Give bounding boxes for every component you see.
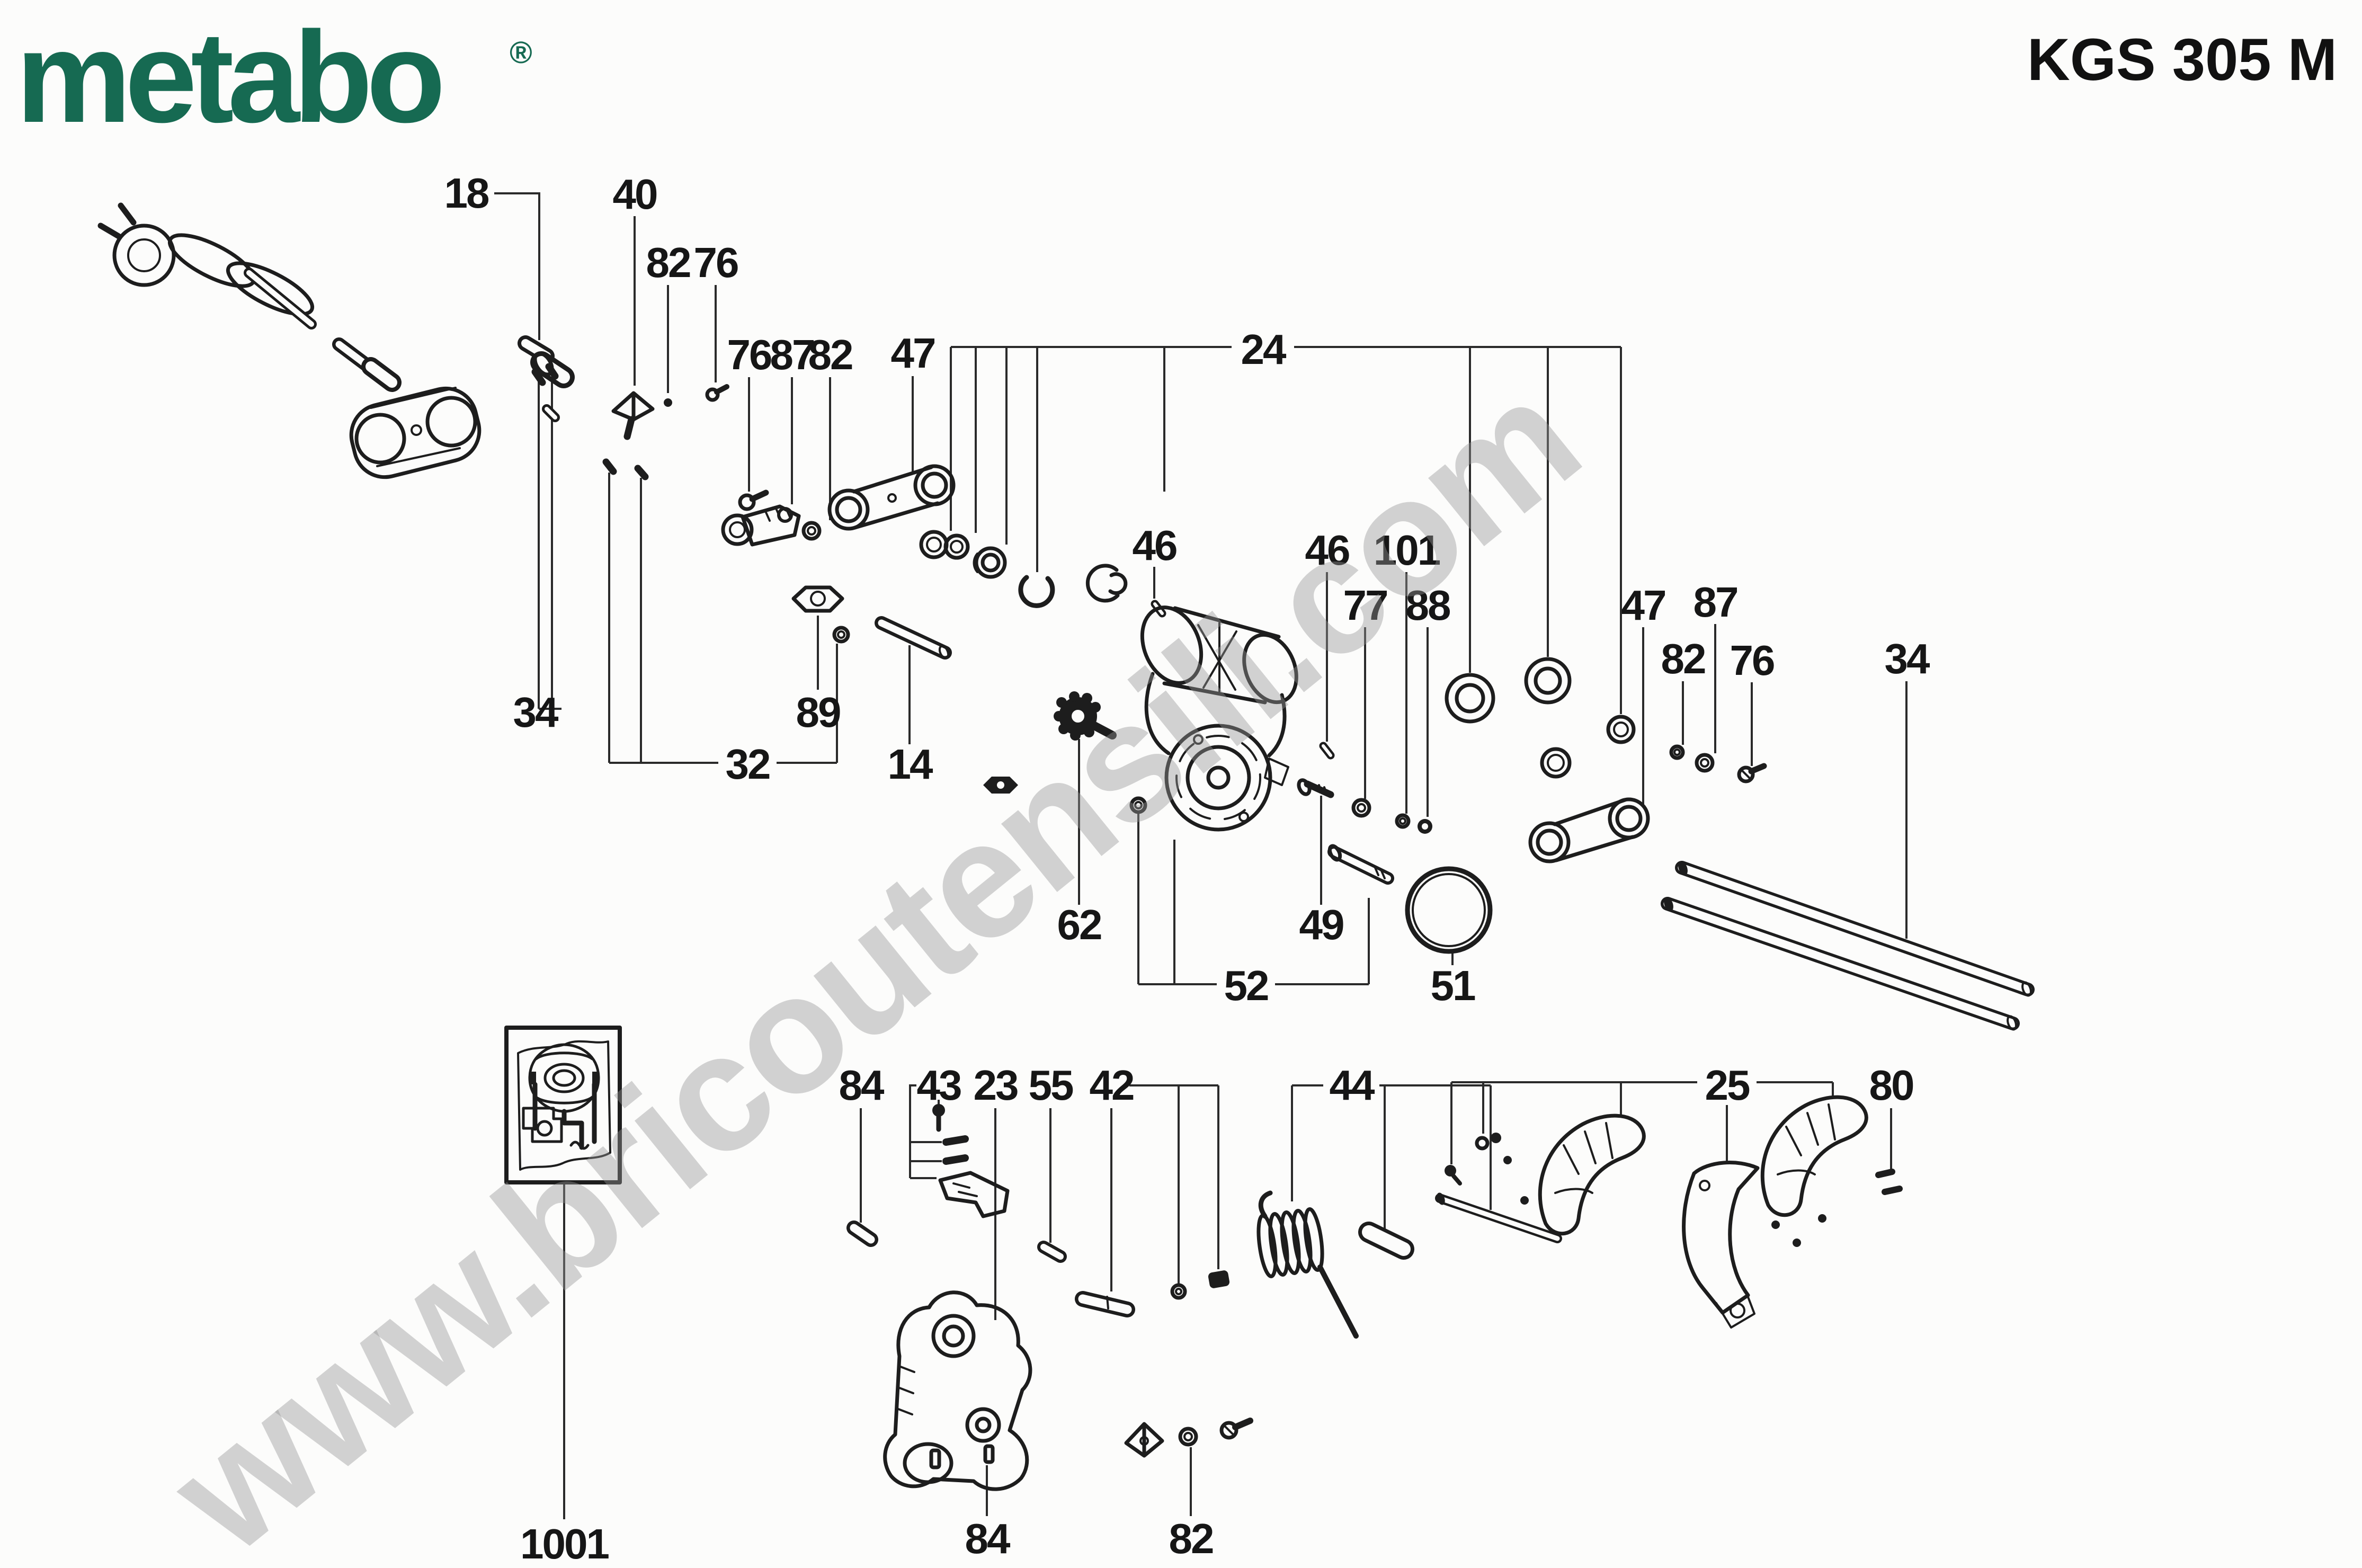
callout-42-31: 42 [1089, 1062, 1135, 1109]
callout-46-9: 46 [1132, 522, 1178, 569]
inset-armature-box [504, 1026, 622, 1184]
callout-55-30: 55 [1028, 1062, 1074, 1109]
knob-and-fastener-group [983, 691, 1493, 954]
spring-and-rollers [1256, 1190, 1562, 1339]
callout-77-12: 77 [1343, 582, 1389, 629]
callout-88-13: 88 [1405, 582, 1451, 629]
callout-82-2: 82 [646, 239, 692, 286]
bottom-fastener-groups [846, 1104, 1230, 1491]
callout-25-33: 25 [1705, 1062, 1751, 1109]
callout-76-4: 76 [727, 331, 773, 378]
callout-44-32: 44 [1329, 1062, 1375, 1109]
callout-1001-35: 1001 [520, 1520, 610, 1567]
callout-23-29: 23 [973, 1062, 1019, 1109]
callout-62-23: 62 [1057, 901, 1103, 948]
bottom-center-fasteners [929, 1418, 1253, 1469]
callout-89-20: 89 [796, 689, 842, 736]
callout-82-16: 82 [1661, 635, 1707, 682]
callout-84-27: 84 [839, 1062, 885, 1109]
motor-arm-casting [1140, 605, 1298, 832]
leader-lines [494, 192, 1908, 1519]
latch-lever-group [602, 458, 952, 660]
callout-34-19: 34 [513, 689, 559, 736]
model-title: KGS 305 M [2027, 26, 2337, 93]
callout-14-22: 14 [887, 741, 933, 788]
callout-47-7: 47 [890, 329, 937, 377]
callout-43-28: 43 [916, 1062, 962, 1109]
switch-housing [349, 386, 482, 479]
callout-51-26: 51 [1430, 962, 1476, 1009]
screw-washer-ring-row [738, 489, 822, 541]
callout-32-21: 32 [725, 741, 771, 788]
callout-87-5: 87 [770, 331, 816, 378]
screw-and-washer-top [664, 384, 729, 407]
callout-34-18: 34 [1884, 635, 1930, 682]
callout-46-10: 46 [1305, 527, 1351, 574]
callout-82-6: 82 [808, 331, 854, 378]
callout-87-15: 87 [1693, 578, 1739, 626]
callout-24-8: 24 [1241, 326, 1287, 373]
registered-trademark-symbol: ® [510, 35, 532, 70]
callout-76-3: 76 [693, 239, 739, 286]
callout-52-25: 52 [1224, 962, 1270, 1009]
guard-segments-group [1445, 1095, 1903, 1329]
guide-tubes [1661, 861, 2035, 1031]
power-cord-assembly [97, 202, 402, 392]
callout-82-37: 82 [1169, 1515, 1215, 1562]
link-plate-left [827, 464, 956, 531]
bearing-cluster-right [1445, 657, 1767, 863]
metabo-logo: metabo [16, 4, 445, 149]
callout-47-14: 47 [1621, 582, 1667, 629]
wing-screw [611, 391, 655, 440]
callout-76-17: 76 [1730, 637, 1776, 684]
callout-84-36: 84 [965, 1515, 1011, 1562]
cord-clip-pins [531, 363, 560, 422]
callout-18-0: 18 [444, 170, 490, 217]
callout-101-11: 101 [1373, 527, 1441, 574]
callout-40-1: 40 [612, 171, 658, 218]
callout-80-34: 80 [1869, 1062, 1915, 1109]
callout-49-24: 49 [1299, 901, 1345, 948]
